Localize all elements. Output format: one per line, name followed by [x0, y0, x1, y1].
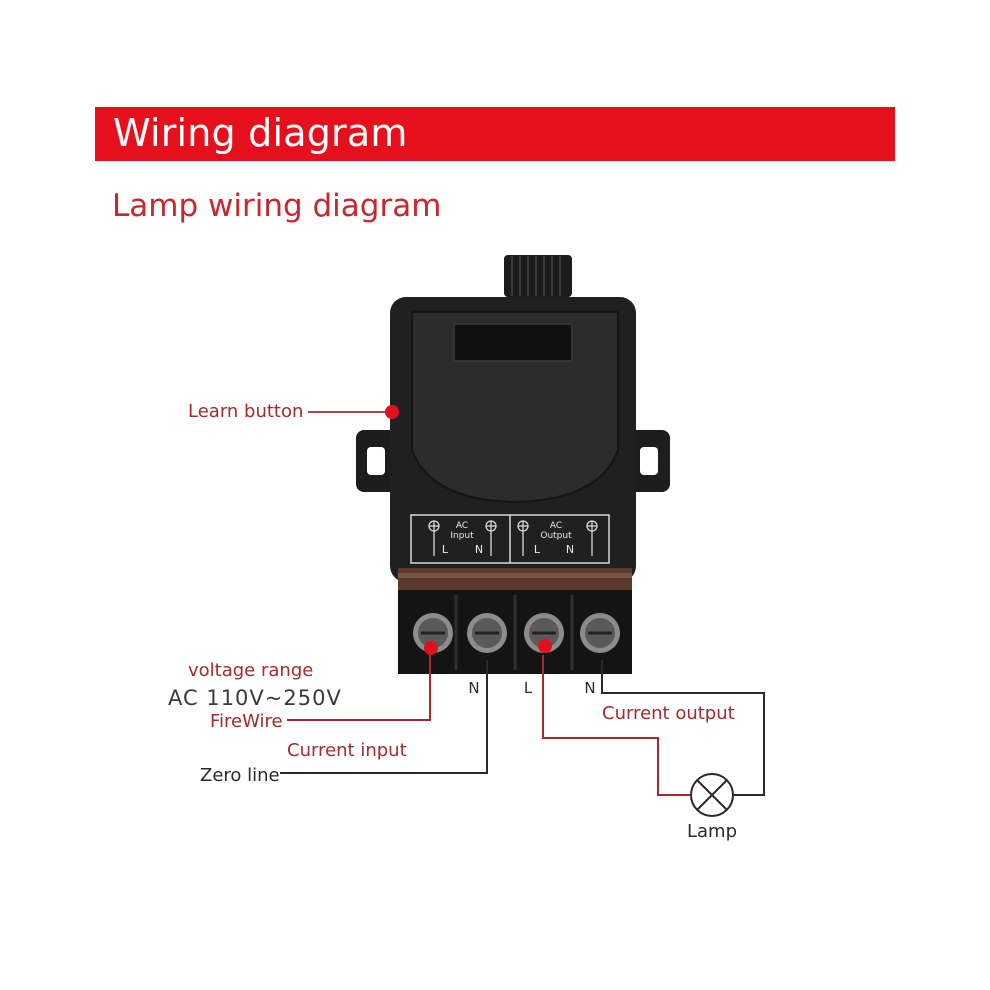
- wire-current-output-neutral: [601, 660, 765, 796]
- voltage-value-label: AC 110V~250V: [168, 686, 342, 710]
- terminal-n-in-label: N: [468, 679, 479, 697]
- header-banner: Wiring diagram: [95, 107, 895, 161]
- mounting-ear-right: [628, 430, 670, 492]
- terminal-screw-n-out: [580, 613, 620, 653]
- current-output-label: Current output: [602, 703, 735, 724]
- current-input-label: Current input: [287, 740, 407, 761]
- terminal-screw-n-in: [467, 613, 507, 653]
- learn-button-marker: [385, 405, 399, 419]
- firewire-marker: [424, 641, 438, 655]
- terminal-n-out-label: N: [584, 679, 595, 697]
- panel-input-ac: AC: [456, 521, 468, 531]
- voltage-range-label: voltage range: [188, 660, 314, 681]
- receiver-body: [390, 297, 636, 582]
- panel-input-l: L: [442, 543, 449, 556]
- terminal-label-panel: AC Input AC Output L N L N: [410, 514, 610, 564]
- wire-zero-line: [280, 660, 488, 774]
- learn-button-label: Learn button: [188, 401, 304, 422]
- output-live-marker: [538, 639, 552, 653]
- panel-input-label: Input: [450, 531, 474, 541]
- lamp-icon: [690, 773, 734, 817]
- panel-output-label: Output: [540, 531, 572, 541]
- terminal-screw-l-in: [413, 613, 453, 653]
- terminal-screw-l-out: [524, 613, 564, 653]
- antenna: [504, 255, 572, 297]
- mounting-ear-left: [356, 430, 398, 492]
- terminal-l-out-label: L: [524, 679, 533, 697]
- firewire-label: FireWire: [210, 711, 283, 732]
- zero-line-label: Zero line: [200, 765, 280, 786]
- panel-output-ac: AC: [550, 521, 562, 531]
- diagram-subtitle: Lamp wiring diagram: [112, 188, 442, 224]
- wire-current-output-live: [542, 655, 690, 796]
- page-title: Wiring diagram: [113, 111, 408, 155]
- panel-output-l: L: [534, 543, 541, 556]
- panel-input-n: N: [475, 543, 483, 556]
- lamp-label: Lamp: [687, 821, 738, 842]
- wire-firewire: [287, 655, 431, 721]
- panel-output-n: N: [566, 543, 574, 556]
